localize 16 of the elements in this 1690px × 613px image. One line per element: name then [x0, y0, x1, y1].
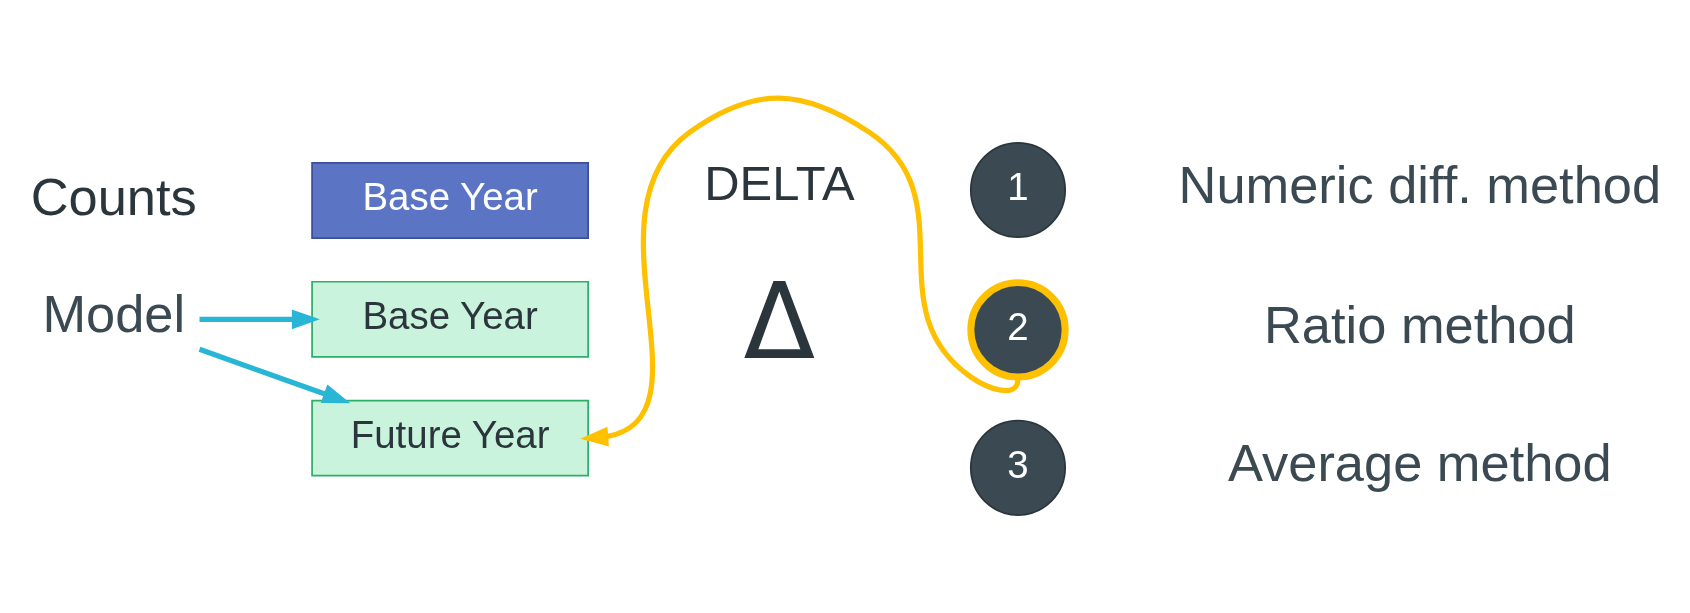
- label: Counts: [30, 168, 197, 227]
- node-label: Ratio method: [1264, 295, 1576, 354]
- arrow: [580, 95, 1021, 447]
- node-circle: 2: [967, 279, 1069, 381]
- node-label: Numeric diff. method: [1178, 156, 1662, 215]
- arrow: [199, 309, 320, 330]
- node-box: Base Year: [311, 280, 590, 358]
- node-circle: 1: [969, 141, 1067, 239]
- label: Δ: [743, 260, 816, 383]
- node-box: Base Year: [311, 162, 590, 239]
- arrow: [198, 346, 351, 404]
- node-circle: 3: [969, 419, 1067, 516]
- label: DELTA: [704, 156, 855, 211]
- node-box: Future Year: [311, 399, 590, 477]
- node-text: Model: [42, 285, 186, 344]
- node-label: Average method: [1228, 433, 1612, 492]
